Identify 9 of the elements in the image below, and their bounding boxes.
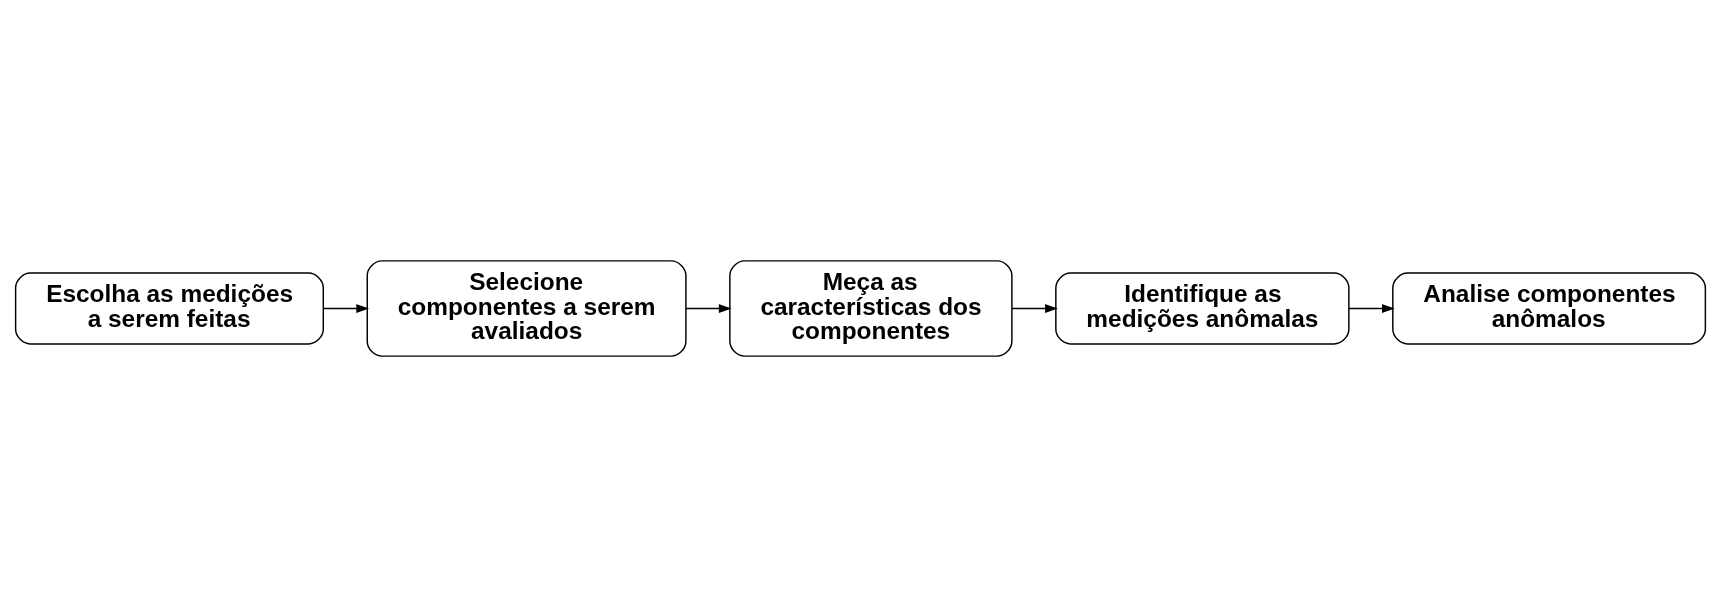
- node-box: Analise componentes anômalos: [1392, 271, 1707, 345]
- node-box: Selecione componentes a serem avaliados: [366, 259, 687, 357]
- arrow: [685, 303, 732, 313]
- node-box: Escolha as medições a serem feitas: [14, 271, 325, 345]
- arrow: [1348, 303, 1395, 313]
- arrow: [322, 303, 370, 313]
- node-box: Identifique as medições anômalas: [1055, 271, 1350, 345]
- arrow: [1011, 303, 1058, 313]
- node-box: Meça as características dos componentes: [729, 259, 1013, 357]
